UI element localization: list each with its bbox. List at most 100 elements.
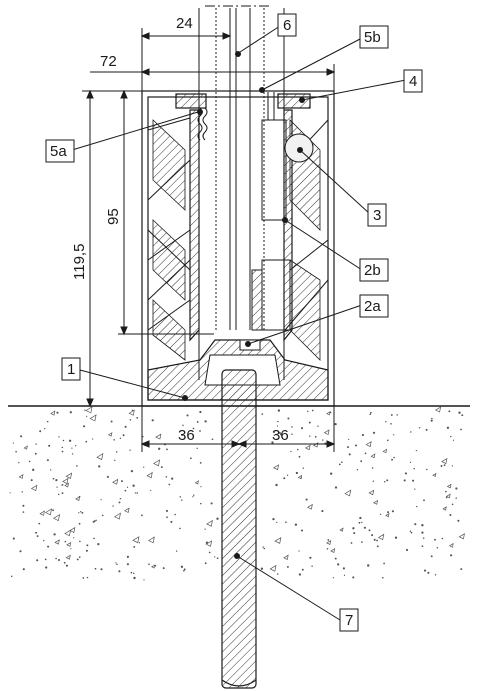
concrete-dot <box>390 423 392 425</box>
concrete-dot <box>360 460 363 463</box>
concrete-dot <box>445 496 448 499</box>
dim-72: 72 <box>100 53 117 70</box>
concrete-dot <box>46 459 49 462</box>
concrete-aggregate <box>132 536 140 544</box>
concrete-dot <box>116 563 118 566</box>
concrete-dot <box>298 550 300 552</box>
leader-lines <box>71 25 407 621</box>
callout-5a: 5a <box>45 139 75 163</box>
concrete-dot <box>200 486 202 488</box>
concrete-dot <box>287 417 290 420</box>
concrete-dot <box>100 568 103 571</box>
concrete-aggregate <box>326 411 331 416</box>
dim-24: 24 <box>176 15 193 32</box>
concrete-aggregate <box>39 510 45 516</box>
concrete-dot <box>271 441 274 444</box>
concrete-dot <box>78 556 81 558</box>
concrete-dot <box>367 564 370 567</box>
concrete-dot <box>451 465 454 467</box>
concrete-dot <box>70 548 72 550</box>
concrete-aggregate <box>54 539 60 545</box>
concrete-aggregate <box>113 512 121 520</box>
concrete-aggregate <box>112 478 119 485</box>
concrete-aggregate <box>62 477 69 485</box>
concrete-dot <box>78 512 80 514</box>
concrete-dot <box>72 537 75 539</box>
concrete-dot <box>53 533 56 536</box>
dim-119-5: 119,5 <box>71 244 88 280</box>
concrete-dot <box>434 574 437 576</box>
concrete-dot <box>22 568 25 571</box>
concrete-dot <box>347 446 349 449</box>
concrete-dot <box>192 427 195 430</box>
concrete-dot <box>154 564 157 567</box>
concrete-dot <box>425 428 428 431</box>
concrete-dot <box>441 537 444 540</box>
concrete-dot <box>180 565 184 568</box>
concrete-dot <box>130 469 134 473</box>
concrete-dot <box>352 576 355 579</box>
concrete-dot <box>192 496 194 498</box>
concrete-aggregate <box>18 474 24 479</box>
concrete-dot <box>119 497 122 500</box>
concrete-dot <box>372 480 375 482</box>
svg-text:2a: 2a <box>364 298 381 315</box>
concrete-dot <box>10 575 13 578</box>
concrete-dot <box>151 419 154 422</box>
dim-95: 95 <box>105 208 122 225</box>
concrete-dot <box>285 521 287 524</box>
concrete-aggregate <box>323 429 330 436</box>
concrete-aggregate <box>75 495 81 501</box>
concrete-aggregate <box>128 409 135 416</box>
concrete-dot <box>358 521 361 524</box>
concrete-dot <box>36 535 39 538</box>
concrete-dot <box>450 435 452 438</box>
concrete-dot <box>181 499 183 501</box>
concrete-dot <box>15 450 17 453</box>
concrete-aggregate <box>313 442 319 448</box>
concrete-dot <box>61 446 64 449</box>
glass-panel <box>198 5 285 380</box>
concrete-dot <box>443 464 446 467</box>
concrete-dot <box>166 448 168 451</box>
concrete-dot <box>300 476 303 479</box>
concrete-dot <box>276 425 279 427</box>
concrete-dot <box>322 439 324 441</box>
concrete-dot <box>61 483 64 486</box>
concrete-dot <box>55 479 58 482</box>
concrete-dot <box>403 479 406 482</box>
concrete-aggregate <box>66 541 72 547</box>
concrete-dot <box>332 577 335 579</box>
concrete-dot <box>86 415 88 418</box>
concrete-dot <box>307 410 309 413</box>
concrete-dot <box>301 568 304 571</box>
concrete-dot <box>277 409 281 412</box>
concrete-dot <box>409 461 412 464</box>
concrete-aggregate <box>107 432 113 437</box>
concrete-dot <box>262 546 264 548</box>
concrete-dot <box>283 477 286 480</box>
concrete-dot <box>216 517 219 520</box>
concrete-aggregate <box>69 526 76 533</box>
concrete-aggregate <box>44 508 53 516</box>
concrete-dot <box>141 514 143 517</box>
concrete-aggregate <box>432 472 437 478</box>
concrete-aggregate <box>442 506 447 511</box>
concrete-aggregate <box>155 433 162 440</box>
concrete-dot <box>179 496 182 498</box>
concrete-aggregate <box>85 406 93 414</box>
concrete-dot <box>314 436 317 438</box>
concrete-dot <box>460 568 463 571</box>
concrete-dot <box>321 510 324 513</box>
concrete-dot <box>52 477 55 480</box>
concrete-dot <box>342 567 345 570</box>
concrete-dot <box>35 443 37 445</box>
concrete-dot <box>183 569 185 572</box>
concrete-dot <box>276 521 278 524</box>
concrete-dot <box>348 438 350 441</box>
concrete-dot <box>356 469 359 471</box>
concrete-dot <box>379 513 382 516</box>
concrete-dot <box>179 527 181 530</box>
concrete-dot <box>136 492 139 494</box>
concrete-dot <box>205 541 209 544</box>
